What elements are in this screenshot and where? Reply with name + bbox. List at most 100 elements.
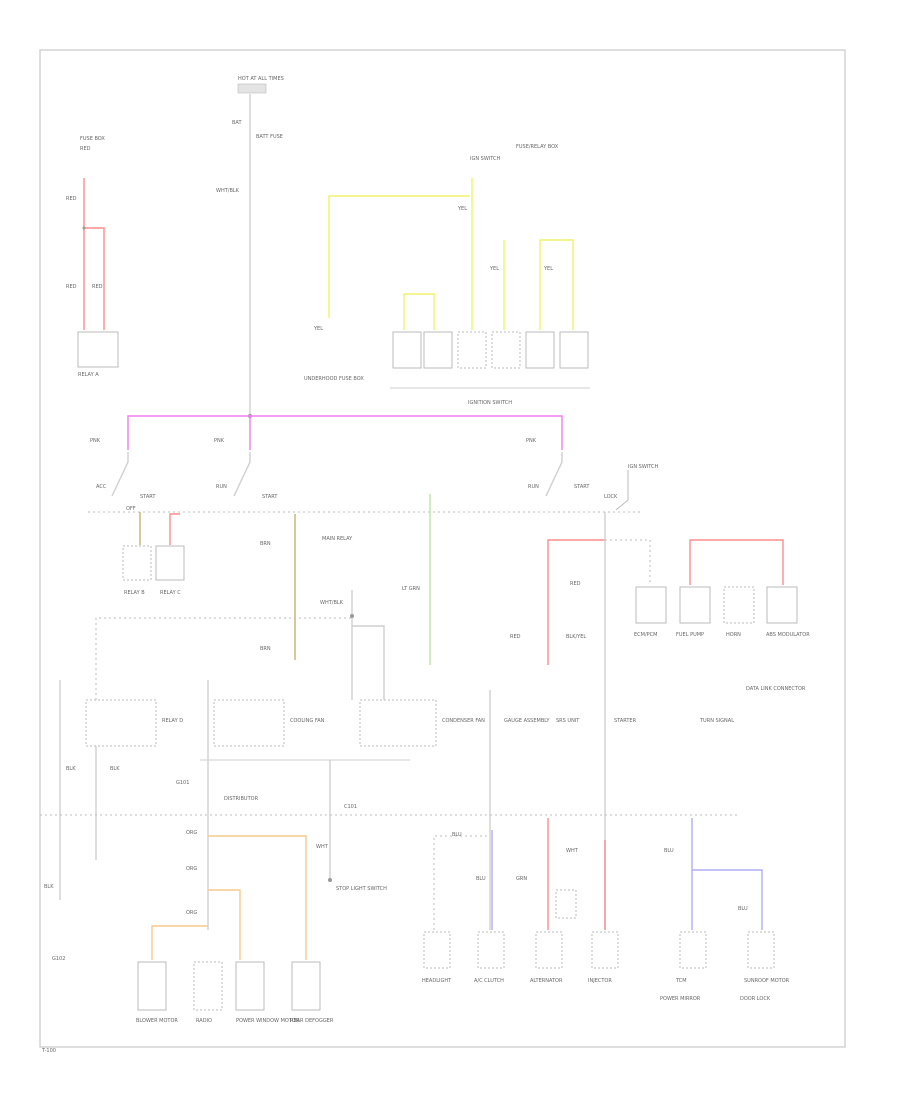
power-mirror-label: POWER MIRROR: [660, 996, 701, 1002]
relay-d-label: RELAY D: [162, 718, 183, 724]
label-start-3: START: [574, 484, 590, 490]
wire-magenta-bus: [127, 415, 563, 450]
relay-c-label: RELAY C: [160, 590, 181, 596]
top-right-fuse-group: IGN SWITCH FUSE/RELAY BOX YEL YEL YEL YE…: [304, 144, 590, 406]
fuse-box-6: [559, 331, 589, 369]
label-g101: G101: [176, 780, 189, 786]
sunroof-label: SUNROOF MOTOR: [744, 978, 790, 984]
ign-right-bracket: [615, 470, 629, 511]
label-main-relay: MAIN RELAY: [322, 536, 353, 542]
fuse-box-3: [457, 331, 487, 369]
label-lock: LOCK: [604, 494, 618, 500]
cooling-relay-box: [213, 699, 285, 747]
label-pnk-3: PNK: [526, 438, 537, 444]
ecm-label: ECM/PCM: [634, 632, 657, 638]
ecm-box: [635, 586, 667, 624]
wire-red-far-right: [689, 539, 784, 585]
dash-right-1: [605, 539, 651, 585]
fuel-pump-box: [679, 586, 711, 624]
dash-bottom-1: [433, 835, 490, 930]
battery-symbol: [237, 83, 267, 94]
label-wht-blk-top: WHT/BLK: [216, 188, 240, 194]
label-blu-1: BLU: [452, 832, 462, 838]
label-srs: SRS UNIT: [556, 718, 580, 724]
label-red-2: RED: [66, 196, 77, 202]
wire-yellow-loop: [403, 293, 435, 330]
label-yel-4: YEL: [543, 266, 553, 272]
label-dlc: DATA LINK CONNECTOR: [746, 686, 806, 692]
relay-b-label: RELAY B: [124, 590, 145, 596]
label-turn: TURN SIGNAL: [699, 718, 734, 724]
left-relay-group: RELAY B RELAY C: [122, 512, 185, 596]
abs-box: [766, 586, 798, 624]
small-relay-box: [555, 889, 577, 919]
horn-label: HORN: [726, 632, 741, 638]
label-grn-b: GRN: [516, 876, 527, 882]
abs-label: ABS MODULATOR: [766, 632, 810, 638]
label-start-1: START: [140, 494, 156, 500]
wire-orange-2: [208, 889, 241, 960]
wire-yellow-4: [539, 239, 574, 330]
wire-red-short: [169, 513, 180, 545]
label-wht-blk-mid: WHT/BLK: [320, 600, 344, 606]
alternator-label: ALTERNATOR: [530, 978, 563, 984]
label-red-4: RED: [92, 284, 103, 290]
label-battery: HOT AT ALL TIMES: [238, 76, 284, 82]
wire-yellow-top-1: [328, 195, 470, 318]
diagram-frame: [39, 49, 846, 1048]
bottom-left-group: ORG ORG ORG WHT STOP LIGHT SWITCH BLOWER…: [44, 830, 387, 1024]
label-yel-3: YEL: [489, 266, 499, 272]
label-connector: C101: [344, 804, 357, 810]
wire-red-left-2: [84, 227, 105, 330]
label-blk-rel-1: BLK: [66, 766, 76, 772]
label-bat: BAT: [232, 120, 242, 126]
right-red-group: RED RED BLK/YEL ECM/PCM FUEL PUMP HORN A…: [510, 512, 810, 930]
label-ltgrn: LT GRN: [402, 586, 420, 592]
switch-1-arm: [111, 452, 129, 497]
label-red-right-2: RED: [510, 634, 521, 640]
label-pnk-2: PNK: [214, 438, 225, 444]
ac-clutch-box: [477, 931, 505, 969]
cooling-fan-label: COOLING FAN: [290, 718, 325, 724]
splice-node: [82, 226, 86, 230]
main-relay-node: [350, 614, 354, 618]
label-run-2: RUN: [216, 484, 227, 490]
label-starter: STARTER: [614, 718, 637, 724]
label-org-3: ORG: [186, 910, 197, 916]
ac-clutch-label: A/C CLUTCH: [474, 978, 504, 984]
alternator-box: [535, 931, 563, 969]
label-brn-1: BRN: [260, 541, 271, 547]
relay-b-box: [122, 545, 152, 581]
page-number: T-100: [41, 1048, 56, 1054]
condenser-relay-box: [359, 699, 437, 747]
power-window-label: POWER WINDOW MOTOR: [236, 1018, 300, 1024]
injector-box: [591, 931, 619, 969]
sunroof-box: [747, 931, 775, 969]
wire-main-relay-2: [352, 625, 385, 700]
label-gauge: GAUGE ASSEMBLY: [504, 718, 550, 724]
wire-red-right: [547, 539, 605, 665]
wire-orange-1: [208, 835, 307, 960]
label-stop: STOP LIGHT SWITCH: [336, 886, 387, 892]
door-lock-label: DOOR LOCK: [740, 996, 771, 1002]
condenser-fan-label: CONDENSER FAN: [442, 718, 485, 724]
switch-3-arm: [545, 452, 563, 497]
label-red-3: RED: [66, 284, 77, 290]
fuse-box-4: [491, 331, 521, 369]
label-start-2: START: [262, 494, 278, 500]
ignition-switch-row: ACC START RUN START RUN START LOCK OFF I…: [88, 452, 659, 513]
label-distributor: DISTRIBUTOR: [224, 796, 259, 802]
relay-a-box: [77, 331, 119, 368]
dash-main-left: [95, 617, 352, 700]
rear-def-label: REAR DEFOGGER: [290, 1018, 334, 1024]
bottom-right-group: BLU BLU GRN WHT BLU BLU HEADLIGHT A/C CL…: [422, 818, 790, 1002]
label-fuse-relay-box: FUSE/RELAY BOX: [516, 144, 559, 150]
label-ign-right: IGN SWITCH: [628, 464, 659, 470]
tcm-box: [679, 931, 707, 969]
fuse-box-1: [392, 331, 422, 369]
label-blk-rel-2: BLK: [110, 766, 120, 772]
blower-box: [137, 961, 167, 1011]
label-off-1: OFF: [126, 506, 136, 512]
label-red-1: RED: [80, 146, 91, 152]
